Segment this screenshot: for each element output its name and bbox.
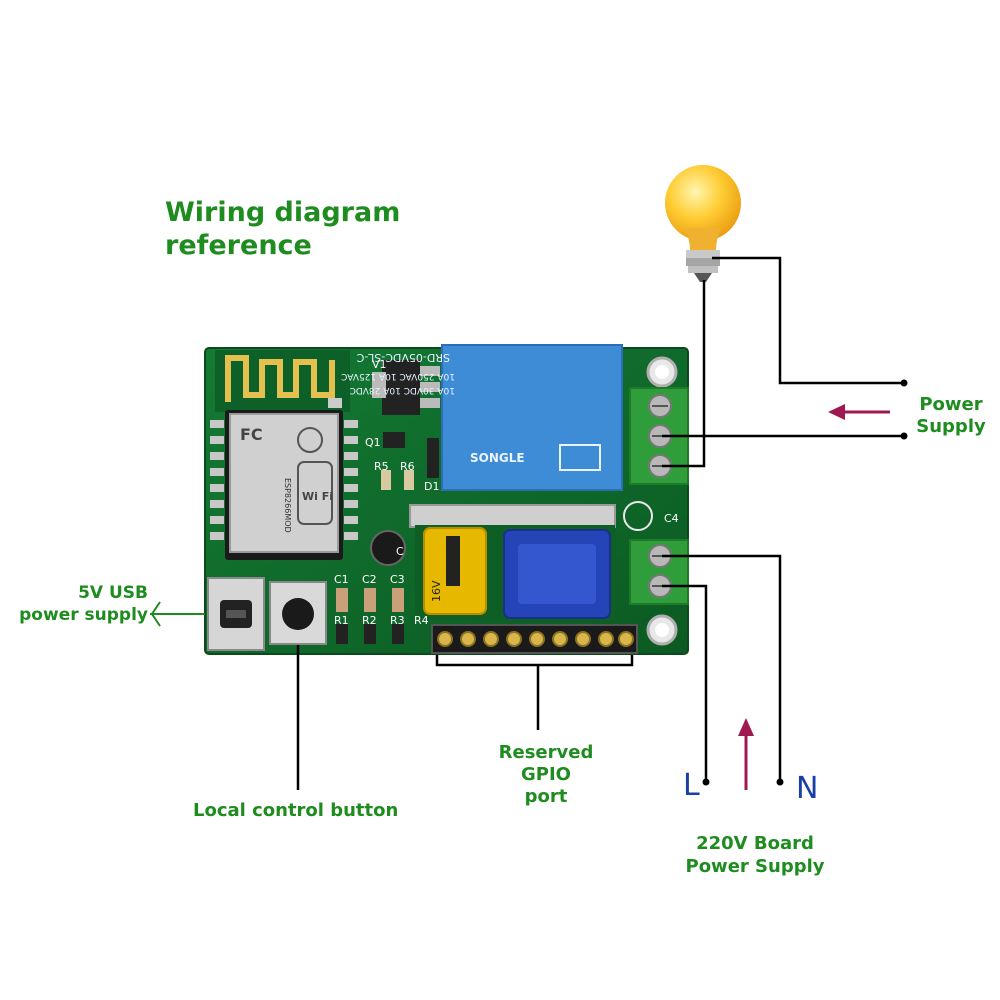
- svg-text:R4: R4: [414, 614, 429, 627]
- svg-text:C2: C2: [362, 573, 377, 586]
- module-text: ESP8266MOD: [283, 478, 292, 533]
- svg-text:C4: C4: [664, 512, 679, 525]
- relay-model: SRD-05VDC-SL-C: [356, 351, 450, 364]
- usb-bracket: [150, 601, 205, 627]
- passive-components: C1 C2 C3 R1 R2 R3 R4: [334, 573, 429, 644]
- svg-text:R6: R6: [400, 460, 415, 473]
- svg-text:C: C: [396, 545, 404, 558]
- wires: [296, 256, 903, 790]
- c4-marking: C4: [623, 501, 679, 531]
- svg-text:FC: FC: [240, 425, 263, 444]
- gpio-label: Reserved GPIO port: [498, 742, 594, 807]
- esp8266-module: FC ESP8266MOD Wi Fi: [210, 410, 358, 560]
- relay-rating-1: 10A 250VAC 10A 125VAC: [341, 371, 455, 381]
- board-power-label: 220V Board Power Supply: [685, 833, 825, 877]
- usb-power-label: 5V USB power supply: [19, 583, 148, 625]
- arrow-up-icon: [738, 718, 754, 790]
- svg-text:V1: V1: [372, 358, 387, 371]
- svg-text:C1: C1: [334, 573, 349, 586]
- live-terminal-label: L: [683, 768, 700, 803]
- electrolytic-capacitor: C: [370, 530, 406, 566]
- power-supply-label: Power Supply: [916, 394, 986, 437]
- module-brand: Wi Fi: [302, 490, 333, 503]
- local-button: [269, 581, 327, 645]
- svg-text:Q1: Q1: [365, 436, 381, 449]
- relay: SRD-05VDC-SL-C 10A 250VAC 10A 125VAC 10A…: [341, 344, 623, 491]
- terminal-block-bottom: [629, 539, 689, 605]
- relay-brand: SONGLE: [470, 451, 525, 465]
- neutral-terminal-label: N: [796, 771, 819, 806]
- gpio-header: [431, 624, 638, 654]
- diagram-title: Wiring diagram reference: [165, 197, 401, 261]
- arrow-left-icon: [828, 404, 890, 420]
- capacitor-text: 16V: [430, 580, 443, 602]
- local-button-label: Local control button: [193, 800, 399, 821]
- wire-endpoints: [702, 379, 908, 786]
- svg-text:R3: R3: [390, 614, 405, 627]
- svg-text:R2: R2: [362, 614, 377, 627]
- svg-text:R1: R1: [334, 614, 349, 627]
- usb-port: [207, 577, 265, 651]
- relay-rating-2: 10A 30VDC 10A 28VDC: [350, 385, 455, 395]
- voltage-regulator: V1: [372, 358, 440, 415]
- small-components: Q1 R5 R6 D1: [365, 432, 439, 493]
- power-module: 16V: [409, 504, 616, 620]
- svg-text:C3: C3: [390, 573, 405, 586]
- wifi-antenna: [215, 350, 350, 412]
- svg-text:R5: R5: [374, 460, 389, 473]
- svg-text:D1: D1: [424, 480, 439, 493]
- light-bulb-icon: [665, 165, 741, 282]
